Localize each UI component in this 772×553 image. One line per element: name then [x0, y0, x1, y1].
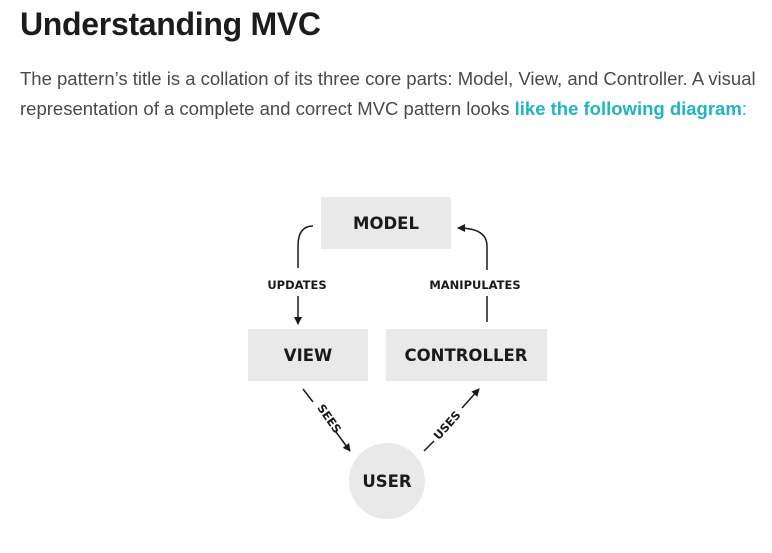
- manipulates-label: MANIPULATES: [429, 278, 520, 292]
- view-node: VIEW: [248, 329, 368, 381]
- user-label: USER: [362, 472, 412, 491]
- intro-tail: :: [741, 98, 747, 119]
- model-label: MODEL: [353, 214, 419, 233]
- updates-arrow: [297, 225, 314, 268]
- view-label: VIEW: [284, 346, 332, 365]
- diagram-link[interactable]: like the following diagram: [514, 98, 742, 119]
- sees-label: SEES: [314, 401, 344, 435]
- model-node: MODEL: [321, 197, 451, 249]
- controller-label: CONTROLLER: [405, 346, 528, 365]
- uses-arrow-upper: [461, 388, 480, 409]
- uses-label: USES: [431, 408, 464, 442]
- sees-arrow-lower: [335, 431, 351, 452]
- controller-node: CONTROLLER: [386, 329, 547, 381]
- sees-arrow-upper: [302, 388, 314, 403]
- intro-text: The pattern’s title is a collation of it…: [20, 68, 756, 119]
- intro-paragraph: The pattern’s title is a collation of it…: [20, 64, 762, 124]
- manipulates-arrow-upper: [457, 224, 488, 270]
- page-title: Understanding MVC: [20, 6, 321, 42]
- updates-label: UPDATES: [267, 278, 326, 292]
- user-node: USER: [349, 443, 425, 519]
- uses-arrow-lower: [423, 440, 435, 452]
